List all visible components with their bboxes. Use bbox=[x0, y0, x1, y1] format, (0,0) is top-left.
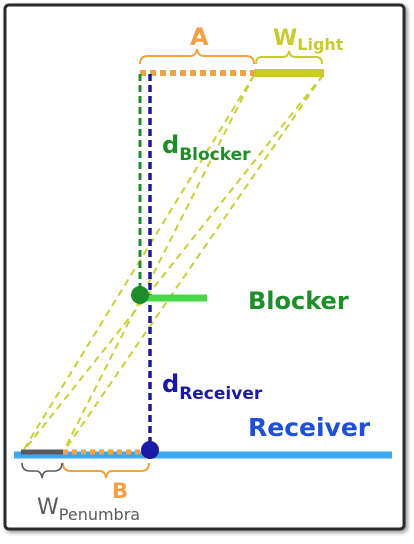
diagram-frame bbox=[3, 3, 406, 531]
label-d-blocker-sub: Blocker bbox=[179, 145, 251, 165]
brace-b bbox=[62, 462, 150, 479]
ray-inner-left bbox=[61, 74, 255, 455]
label-d-receiver-main: d bbox=[162, 370, 179, 398]
label-w-light-sub: Light bbox=[297, 35, 344, 54]
label-a: A bbox=[190, 23, 209, 51]
light-rays bbox=[20, 74, 324, 455]
blocker-point bbox=[131, 286, 149, 304]
ray-outer-right bbox=[20, 74, 324, 455]
label-blocker: Blocker bbox=[248, 287, 349, 315]
label-w-penumbra-sub: Penumbra bbox=[59, 505, 140, 524]
label-d-blocker-main: d bbox=[162, 131, 179, 159]
label-d-blocker: dBlocker bbox=[162, 131, 251, 165]
brace-w-penumbra bbox=[21, 462, 63, 479]
label-d-receiver-sub: Receiver bbox=[179, 384, 263, 404]
label-receiver: Receiver bbox=[248, 413, 371, 442]
label-w-light-main: W bbox=[273, 26, 297, 51]
ray-outer-left bbox=[20, 74, 255, 455]
label-w-penumbra-main: W bbox=[37, 495, 59, 520]
label-b: B bbox=[112, 479, 128, 503]
ray-inner-right bbox=[61, 74, 324, 455]
label-d-receiver: dReceiver bbox=[162, 370, 263, 404]
label-w-light: WLight bbox=[273, 26, 344, 54]
brace-a bbox=[139, 48, 255, 65]
receiver-point bbox=[141, 441, 159, 459]
brace-w-light bbox=[255, 50, 323, 65]
label-w-penumbra: WPenumbra bbox=[37, 495, 140, 524]
